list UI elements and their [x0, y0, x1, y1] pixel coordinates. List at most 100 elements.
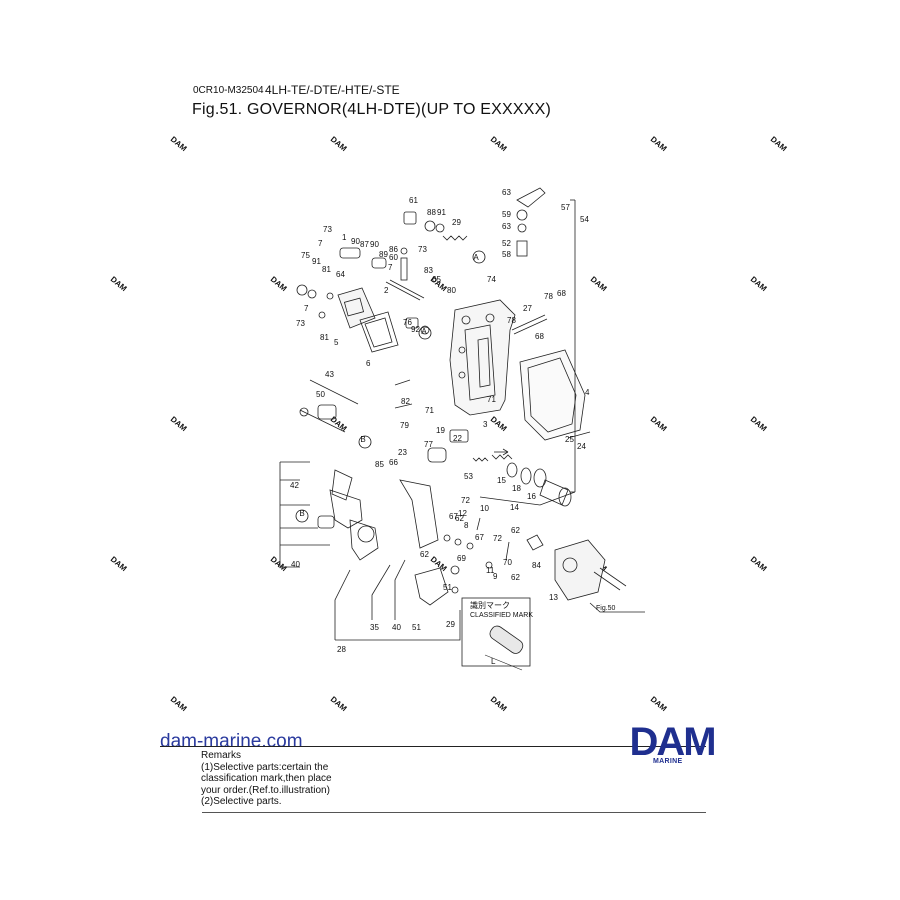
- callout-number: 18: [512, 484, 521, 493]
- callout-number: 78: [544, 292, 553, 301]
- callout-number: 14: [510, 503, 519, 512]
- callout-number: 82: [401, 397, 410, 406]
- callout-number: 73: [323, 225, 332, 234]
- callout-number: 77: [424, 440, 433, 449]
- dam-logo: DAM: [629, 724, 716, 758]
- callout-number: 62: [420, 550, 429, 559]
- callout-number: 76: [403, 318, 412, 327]
- svg-text:DAM: DAM: [629, 724, 714, 758]
- callout-number: 9: [493, 572, 498, 581]
- callout-number: 71: [425, 406, 434, 415]
- callout-number: 89: [379, 250, 388, 259]
- watermark-text: DAM: [109, 275, 129, 294]
- callout-number: 23: [398, 448, 407, 457]
- callout-number: 5: [334, 338, 339, 347]
- remarks-line-4: (2)Selective parts.: [201, 796, 282, 808]
- callout-number: 62: [511, 573, 520, 582]
- callout-number: 79: [400, 421, 409, 430]
- watermark-text: DAM: [269, 275, 289, 294]
- remarks-line-2: classification mark,then place: [201, 773, 332, 785]
- callout-number: 80: [447, 286, 456, 295]
- watermark-text: DAM: [329, 695, 349, 714]
- engine-models: 4LH-TE/-DTE/-HTE/-STE: [265, 83, 400, 97]
- watermark-text: DAM: [649, 415, 669, 434]
- callout-number: 65: [432, 275, 441, 284]
- callout-number: 90: [351, 237, 360, 246]
- callout-number: 91: [312, 257, 321, 266]
- callout-number: 81: [322, 265, 331, 274]
- callout-number: 27: [523, 304, 532, 313]
- callout-number: 19: [436, 426, 445, 435]
- watermark-text: DAM: [749, 555, 769, 574]
- callout-number: 63: [502, 222, 511, 231]
- logo-subtitle: MARINE: [653, 758, 683, 765]
- callout-number: 13: [549, 593, 558, 602]
- callout-number: 58: [502, 250, 511, 259]
- callout-number: 62: [455, 514, 464, 523]
- callout-number: 74: [487, 275, 496, 284]
- watermark-text: DAM: [489, 415, 509, 434]
- callout-number: 7: [304, 304, 309, 313]
- callout-number: 90: [370, 240, 379, 249]
- callout-number: 28: [337, 645, 346, 654]
- remarks-block: Remarks (1)Selective parts:certain the c…: [201, 750, 332, 808]
- callout-number: 1: [342, 233, 347, 242]
- callout-number: 7: [388, 263, 393, 272]
- callout-number: 70: [503, 558, 512, 567]
- remarks-line-3: your order.(Ref.to.illustration): [201, 784, 330, 796]
- callout-number: 8: [464, 521, 469, 530]
- callout-number: 67: [475, 533, 484, 542]
- callout-number: 40: [291, 560, 300, 569]
- callout-number: 84: [532, 561, 541, 570]
- watermark-text: DAM: [329, 415, 349, 434]
- callout-number: 43: [325, 370, 334, 379]
- callout-number: 6: [366, 359, 371, 368]
- document-code: 0CR10-M32504: [193, 85, 264, 96]
- callout-number: 22: [453, 434, 462, 443]
- callout-number: 3: [483, 420, 488, 429]
- callout-number: 64: [336, 270, 345, 279]
- callout-number: 68: [535, 332, 544, 341]
- callout-number: 16: [527, 492, 536, 501]
- dimension-l-label: L: [491, 657, 496, 666]
- watermark-text: DAM: [649, 135, 669, 154]
- watermark-text: DAM: [769, 135, 789, 154]
- watermark-text: DAM: [169, 695, 189, 714]
- callout-number: 69: [457, 554, 466, 563]
- callout-number: B: [299, 509, 304, 518]
- fig50-reference: Fig.50: [596, 605, 616, 612]
- callout-number: 63: [502, 188, 511, 197]
- callout-number: 35: [370, 623, 379, 632]
- callout-number: 81: [320, 333, 329, 342]
- callout-number: 88: [427, 208, 436, 217]
- callout-number: 15: [497, 476, 506, 485]
- callout-number: 83: [424, 266, 433, 275]
- callout-number: 86: [389, 245, 398, 254]
- classified-mark-jp: 識別マーク: [470, 600, 510, 610]
- remarks-heading: Remarks: [201, 750, 242, 761]
- callout-number: 29: [452, 218, 461, 227]
- callout-number: 25: [565, 435, 574, 444]
- callout-number: A: [421, 327, 427, 336]
- callout-number: 10: [480, 504, 489, 513]
- callout-number: 7: [318, 239, 323, 248]
- figure-title: Fig.51. GOVERNOR(4LH-DTE)(UP TO EXXXXX): [192, 101, 551, 118]
- callout-number: 66: [389, 458, 398, 467]
- callout-number: 53: [464, 472, 473, 481]
- watermark-text: DAM: [649, 695, 669, 714]
- footer-rule: [160, 746, 706, 747]
- callout-number: 11: [486, 566, 495, 575]
- callout-number: 60: [389, 253, 398, 262]
- callout-number: 59: [502, 210, 511, 219]
- callout-number: 2: [384, 286, 389, 295]
- part-drawings: [279, 187, 645, 671]
- callout-number: 51: [443, 583, 452, 592]
- callout-number: 87: [360, 240, 369, 249]
- watermark-text: DAM: [329, 135, 349, 154]
- callout-number: 40: [392, 623, 401, 632]
- callout-number: 51: [412, 623, 421, 632]
- footer-bottom-rule: [202, 812, 706, 813]
- callout-number: 92: [411, 325, 420, 334]
- callout-number: 91: [437, 208, 446, 217]
